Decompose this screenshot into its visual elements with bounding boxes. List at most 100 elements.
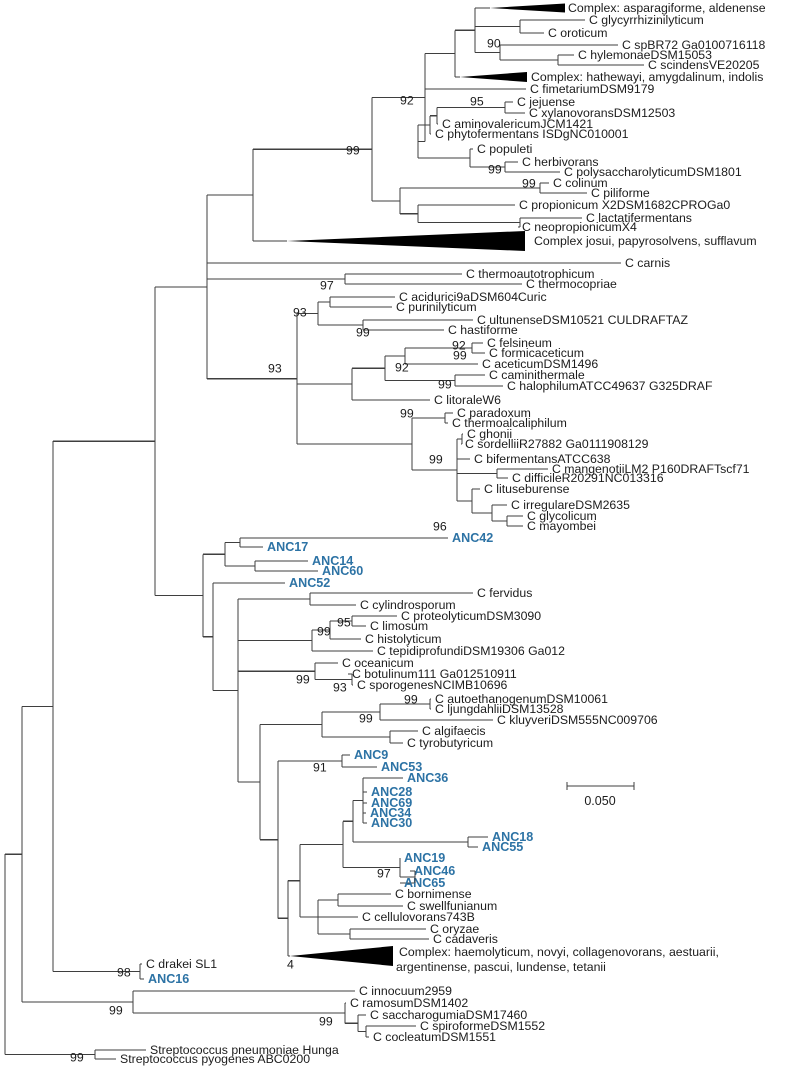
bootstrap-value: 99 xyxy=(359,712,373,726)
taxon-label: C propionicum X2DSM1682CPROGa0 xyxy=(519,198,730,212)
bootstrap-value: 99 xyxy=(319,1015,333,1029)
bootstrap-value: 99 xyxy=(438,378,452,392)
taxon-label: C felsineum xyxy=(487,336,552,350)
bootstrap-value: 96 xyxy=(433,520,447,534)
taxon-label: C lactatifermentans xyxy=(586,211,692,225)
collapsed-clade-triangle xyxy=(287,231,525,251)
bootstrap-value: 99 xyxy=(346,144,360,158)
bootstrap-value: 93 xyxy=(333,681,347,695)
taxon-label: C cadaveris xyxy=(433,932,498,946)
collapsed-clade-label: argentinense, pascui, lundense, tetanii xyxy=(396,960,606,974)
ancestor-label: ANC65 xyxy=(404,876,445,890)
taxon-label: C irregulareDSM2635 xyxy=(511,498,630,512)
bootstrap-value: 99 xyxy=(488,163,502,177)
bootstrap-value: 95 xyxy=(337,616,351,630)
taxon-label: C formicaceticum xyxy=(489,346,584,360)
taxon-label: C hylemonaeDSM15053 xyxy=(578,48,712,62)
bootstrap-value: 98 xyxy=(117,966,131,980)
bootstrap-value: 97 xyxy=(377,867,391,881)
taxon-label: C aceticumDSM1496 xyxy=(482,357,598,371)
ancestor-label: ANC42 xyxy=(452,531,493,545)
taxon-label: C thermoalcaliphilum xyxy=(452,416,567,430)
bootstrap-value: 99 xyxy=(429,453,443,467)
taxon-label: C litoraleW6 xyxy=(434,393,501,407)
taxon-label: C populeti xyxy=(477,142,532,156)
taxon-label: C carnis xyxy=(625,256,670,270)
bootstrap-value: 91 xyxy=(313,761,327,775)
taxon-label: C fervidus xyxy=(477,586,532,600)
taxon-label: C halophilumATCC49637 G325DRAF xyxy=(507,379,713,393)
bootstrap-value: 93 xyxy=(293,306,307,320)
taxon-label: C lituseburense xyxy=(484,482,570,496)
ancestor-label: ANC53 xyxy=(381,760,422,774)
taxon-label: C ultunenseDSM10521 CULDRAFTAZ xyxy=(477,313,688,327)
taxon-label: C piliforme xyxy=(591,186,650,200)
bootstrap-value: 99 xyxy=(400,407,414,421)
taxon-label: C fimetariumDSM9179 xyxy=(530,82,655,96)
taxon-label: C herbivorans xyxy=(522,155,599,169)
ancestor-label: ANC52 xyxy=(289,576,330,590)
taxon-label: C mangenotiiLM2 P160DRAFTscf71 xyxy=(552,462,750,476)
ancestor-label: ANC55 xyxy=(482,840,523,854)
ancestor-label: ANC30 xyxy=(371,816,412,830)
collapsed-clade-label: Complex: haemolyticum, novyi, collagenov… xyxy=(399,945,719,959)
ancestor-label: ANC18 xyxy=(492,830,533,844)
taxon-label: C histolyticum xyxy=(365,632,442,646)
taxon-label: C spBR72 Ga0100716118 xyxy=(622,38,766,52)
ancestor-label: ANC69 xyxy=(371,796,412,810)
bootstrap-value: 92 xyxy=(395,361,409,375)
taxon-label: C aminovalericumJCM1421 xyxy=(442,117,593,131)
taxon-label: C ljungdahliiDSM13528 xyxy=(435,702,564,716)
taxon-label: C bornimense xyxy=(395,887,472,901)
bootstrap-value: 99 xyxy=(356,326,370,340)
taxon-label: C neopropionicumX4 xyxy=(522,220,637,234)
taxon-label: C purinilyticum xyxy=(396,300,477,314)
taxon-label: C bifermentansATCC638 xyxy=(474,452,611,466)
taxon-label: C algifaecis xyxy=(422,724,486,738)
ancestor-label: ANC14 xyxy=(312,554,353,568)
taxon-label: C sporogenesNCIMB10696 xyxy=(357,678,508,692)
bootstrap-value: 90 xyxy=(487,37,501,51)
taxon-label: C oroticum xyxy=(548,26,607,40)
collapsed-clade-triangle xyxy=(490,3,565,13)
taxon-label: C mayombei xyxy=(527,519,596,533)
taxon-label: C difficileR20291NC013316 xyxy=(512,471,664,485)
bootstrap-value: 99 xyxy=(70,1051,84,1065)
taxon-label: C saccharogumiaDSM17460 xyxy=(370,1008,527,1022)
bootstrap-value: 95 xyxy=(470,95,484,109)
taxon-label: C xylanovoransDSM12503 xyxy=(529,106,675,120)
ancestor-label: ANC46 xyxy=(414,864,455,878)
bootstrap-value: 99 xyxy=(453,349,467,363)
taxon-label: C phytofermentans ISDgNC010001 xyxy=(435,127,629,141)
taxon-label: C drakei SL1 xyxy=(146,957,217,971)
bootstrap-value: 97 xyxy=(320,279,334,293)
collapsed-clade-label: Complex josui, papyrosolvens, sufflavum xyxy=(534,234,757,248)
scale-bar-label: 0.050 xyxy=(584,794,615,808)
ancestor-label: ANC19 xyxy=(404,851,445,865)
taxon-label: Streptococcus pyogenes ABC0200 xyxy=(120,1052,310,1066)
taxon-label: C caminithermale xyxy=(489,368,585,382)
bootstrap-value: 92 xyxy=(400,94,414,108)
taxon-label: C scindensVE20205 xyxy=(648,58,760,72)
taxon-label: C autoethanogenumDSM10061 xyxy=(435,692,608,706)
taxon-label: C glycyrrhizinilyticum xyxy=(589,13,704,27)
taxon-label: C polysaccharolyticumDSM1801 xyxy=(564,165,742,179)
taxon-label: Streptococcus pneumoniae Hunga xyxy=(150,1043,339,1057)
taxon-label: C tepidiprofundiDSM19306 Ga012 xyxy=(377,644,565,658)
taxon-label: C oryzae xyxy=(430,922,479,936)
bootstrap-value: 92 xyxy=(452,339,466,353)
taxon-label: C sordelliiR27882 Ga0111908129 xyxy=(465,437,649,451)
collapsed-clade-triangle xyxy=(290,946,393,966)
collapsed-clade-label: Complex: hathewayi, amygdalinum, indolis xyxy=(531,70,763,84)
taxon-label: C ramosumDSM1402 xyxy=(350,996,468,1010)
taxon-label: C thermocopriae xyxy=(526,277,617,291)
taxon-label: C tyrobutyricum xyxy=(407,736,493,750)
bootstrap-value: 99 xyxy=(296,673,310,687)
taxon-label: C oceanicum xyxy=(342,656,414,670)
collapsed-clade-triangle xyxy=(460,72,527,82)
bootstrap-value: 93 xyxy=(268,362,282,376)
ancestor-label: ANC16 xyxy=(148,972,189,986)
taxon-label: C thermoautotrophicum xyxy=(466,267,595,281)
taxon-label: C innocuum2959 xyxy=(359,984,452,998)
